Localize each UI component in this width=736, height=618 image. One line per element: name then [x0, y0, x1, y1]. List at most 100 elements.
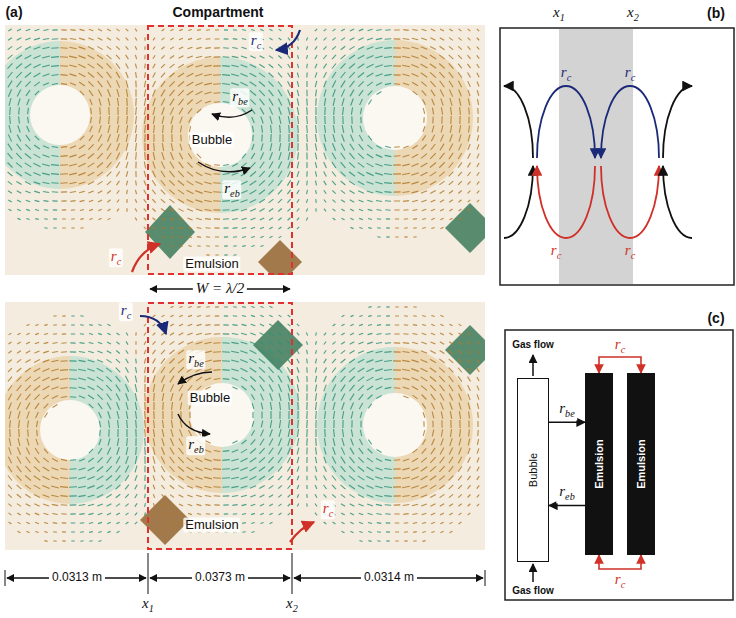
flow-vector	[449, 200, 453, 202]
flow-vector	[458, 457, 461, 463]
flow-vector	[477, 351, 479, 354]
flow-vector	[384, 47, 391, 49]
flow-vector	[468, 90, 470, 96]
flow-vector	[377, 315, 381, 317]
flow-vector	[349, 172, 355, 177]
flow-vector	[79, 396, 85, 398]
flow-vector	[421, 38, 427, 40]
flow-vector	[269, 448, 274, 455]
flow-vector	[34, 377, 41, 381]
flow-vector	[386, 306, 389, 307]
flow-vector	[250, 82, 257, 86]
flow-vector	[477, 90, 479, 95]
flow-vector	[97, 457, 102, 462]
flow-vector	[260, 108, 264, 115]
flow-vector	[394, 29, 400, 30]
flow-vector	[440, 315, 443, 316]
flow-vector	[187, 65, 193, 68]
flow-vector	[78, 369, 86, 371]
flow-vector	[349, 368, 355, 373]
flow-vector	[242, 440, 247, 444]
flow-vector	[232, 56, 238, 57]
flow-vector	[99, 98, 101, 105]
flow-vector	[161, 466, 165, 472]
flow-vector	[412, 38, 418, 40]
flow-vector	[431, 200, 436, 202]
flow-vector	[333, 402, 335, 410]
flow-vector	[44, 404, 49, 409]
flow-vector	[89, 218, 92, 219]
flow-vector	[459, 98, 461, 105]
flow-vector	[187, 172, 193, 177]
flow-vector	[458, 72, 462, 78]
flow-vector	[188, 245, 191, 247]
flow-vector	[259, 457, 265, 462]
flow-vector	[161, 341, 165, 344]
flow-vector	[288, 125, 290, 133]
flow-vector	[79, 73, 86, 77]
flow-vector	[116, 29, 119, 31]
flow-vector	[43, 38, 49, 39]
flow-vector	[278, 180, 282, 185]
flow-vector	[178, 457, 184, 463]
flow-vector	[179, 333, 184, 335]
flow-vector	[269, 38, 272, 40]
flow-vector	[7, 162, 12, 167]
flow-vector	[171, 411, 172, 419]
flow-vector	[422, 315, 425, 317]
flow-vector	[278, 466, 282, 471]
flow-vector	[162, 429, 164, 437]
flow-vector	[439, 359, 444, 363]
flow-vector	[411, 173, 419, 176]
flow-vector	[26, 135, 30, 141]
flow-vector	[144, 161, 145, 168]
flow-vector	[108, 89, 111, 96]
flow-vector	[431, 135, 434, 141]
flow-vector	[17, 368, 22, 372]
flow-vector	[161, 47, 164, 50]
flow-vector	[233, 245, 237, 247]
flow-vector	[386, 315, 390, 316]
flow-vector	[393, 360, 401, 361]
flow-vector	[162, 447, 165, 454]
flow-vector	[306, 359, 308, 364]
flow-vector	[189, 412, 190, 418]
flow-vector	[477, 135, 478, 141]
flow-vector	[393, 164, 401, 165]
flow-vector	[224, 236, 228, 237]
flow-vector	[153, 134, 154, 142]
flow-vector	[144, 152, 146, 160]
flow-vector	[107, 55, 112, 59]
flow-vector	[269, 29, 272, 31]
flow-vector	[108, 98, 110, 106]
flow-vector	[126, 46, 129, 49]
flow-vector	[61, 459, 67, 460]
flow-vector	[80, 333, 84, 335]
flow-vector	[135, 376, 136, 383]
flow-vector	[349, 162, 355, 167]
flow-vector	[421, 386, 427, 391]
flow-vector	[178, 350, 184, 354]
flow-vector	[107, 324, 110, 325]
flow-vector	[251, 306, 254, 308]
flow-vector	[278, 341, 282, 344]
flow-vector	[288, 420, 290, 428]
flow-vector	[367, 200, 372, 202]
flow-vector	[34, 457, 39, 463]
flow-vector	[35, 324, 38, 325]
flow-vector	[144, 180, 146, 185]
flow-vector	[251, 394, 254, 400]
flow-vector	[324, 81, 327, 87]
flow-vector	[51, 74, 58, 76]
flow-vector	[197, 236, 201, 238]
flow-vector	[187, 458, 193, 463]
flow-vector	[161, 90, 165, 97]
flow-vector	[279, 420, 280, 428]
flow-vector	[179, 306, 182, 307]
flow-vector	[153, 64, 156, 68]
flow-vector	[171, 143, 173, 151]
flow-vector	[215, 236, 219, 237]
flow-vector	[205, 209, 212, 210]
flow-vector	[17, 466, 22, 472]
flow-vector	[350, 315, 353, 316]
